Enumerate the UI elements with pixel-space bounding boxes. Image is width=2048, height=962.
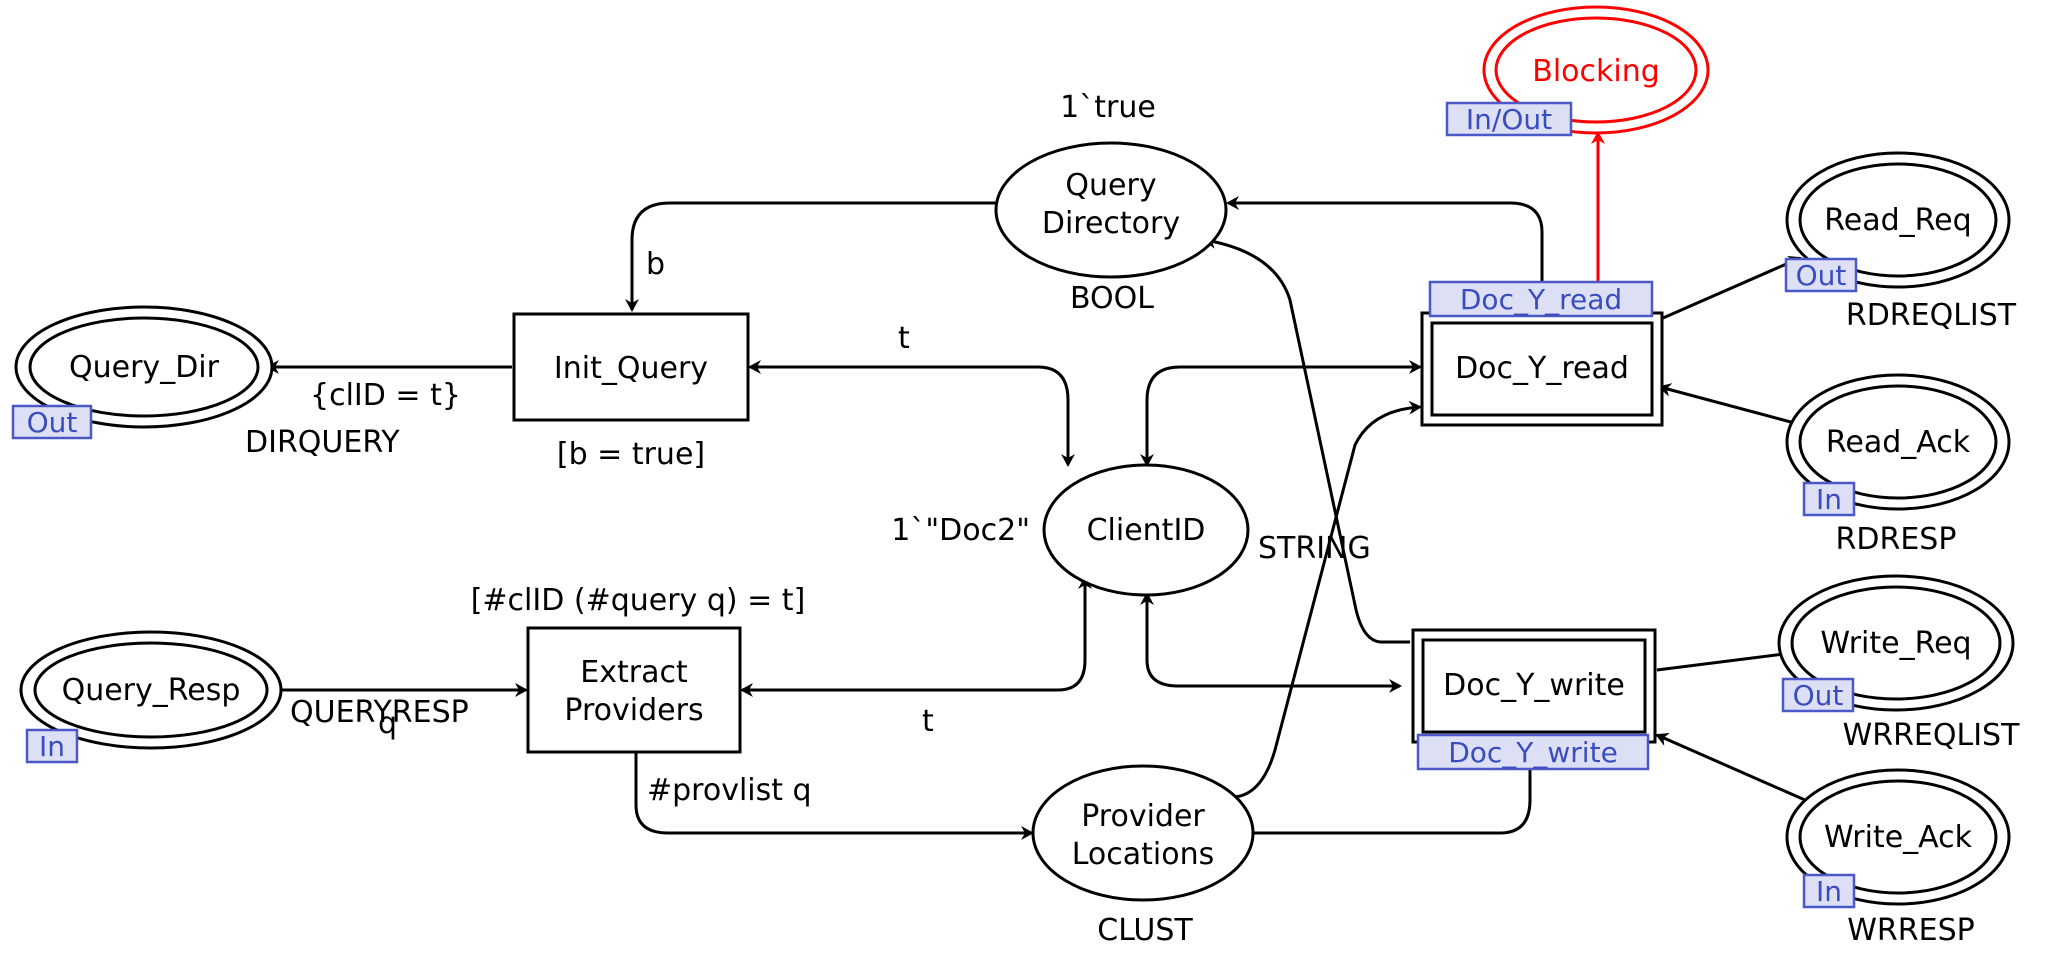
arc-label-q: q bbox=[378, 706, 397, 741]
port-tag bbox=[11, 404, 93, 440]
place-label: Locations bbox=[1072, 837, 1215, 872]
transition-extract-providers[interactable]: Extract Providers bbox=[526, 626, 742, 754]
port-tag-label: Out bbox=[1796, 259, 1847, 292]
arc-label-b: b bbox=[646, 247, 665, 282]
arc-label-t: t bbox=[922, 704, 934, 739]
port-tag bbox=[1445, 101, 1573, 137]
subpage-tag bbox=[1428, 280, 1654, 318]
place-read-req[interactable]: Read_Req Out bbox=[1784, 151, 2011, 293]
place-label: Write_Ack bbox=[1824, 820, 1973, 855]
initial-marking: 1`"Doc2" bbox=[891, 513, 1030, 548]
subpage-tag-label: Doc_Y_read bbox=[1460, 283, 1622, 316]
port-tag bbox=[1802, 873, 1856, 909]
port-tag-label: In bbox=[1816, 483, 1842, 516]
subpage-tag bbox=[1416, 733, 1650, 771]
arc-readack-to-docyread bbox=[1658, 383, 1803, 427]
arc-extract-to-providerloc bbox=[634, 752, 1034, 840]
transition-label: Extract bbox=[580, 655, 688, 690]
arc-clientid-docyread bbox=[1140, 360, 1422, 467]
transition-label: Doc_Y_read bbox=[1455, 351, 1629, 386]
colour-set-label: DIRQUERY bbox=[245, 425, 400, 460]
port-tag bbox=[25, 728, 79, 764]
arc-providerloc-to-docyread bbox=[1233, 400, 1422, 799]
colour-set-label: QUERYRESP bbox=[290, 695, 469, 730]
arc-docywrite-to-querydir bbox=[1203, 234, 1410, 644]
place-write-ack[interactable]: Write_Ack In bbox=[1785, 768, 2011, 909]
place-query-directory[interactable]: Query Directory bbox=[994, 141, 1228, 279]
place-label: Provider bbox=[1081, 799, 1205, 834]
place-label: Blocking bbox=[1532, 54, 1660, 89]
port-tag-label: Out bbox=[1793, 679, 1844, 712]
place-label: Write_Req bbox=[1820, 626, 1971, 661]
colour-set-label: BOOL bbox=[1070, 281, 1154, 316]
arc-clientid-docywrite bbox=[1140, 592, 1402, 693]
place-query-dir[interactable]: Query_Dir Out bbox=[11, 305, 274, 440]
transition-doc-y-write[interactable]: Doc_Y_write Doc_Y_write bbox=[1411, 628, 1657, 771]
arc-docyread-to-querydir bbox=[1226, 196, 1544, 310]
place-write-req[interactable]: Write_Req Out bbox=[1777, 574, 2015, 713]
colour-set-label: WRREQLIST bbox=[1843, 718, 2021, 753]
port-tag bbox=[1802, 481, 1856, 517]
place-blocking[interactable]: Blocking In/Out bbox=[1445, 5, 1710, 137]
place-label: Query_Dir bbox=[69, 350, 220, 385]
colour-set-label: RDREQLIST bbox=[1846, 298, 2017, 333]
transition-init-query[interactable]: Init_Query bbox=[512, 312, 750, 422]
colour-set-label: RDRESP bbox=[1836, 522, 1957, 557]
place-label: Directory bbox=[1042, 206, 1180, 241]
place-label: ClientID bbox=[1087, 513, 1206, 548]
port-tag-label: In/Out bbox=[1466, 103, 1552, 136]
colour-set-label: STRING bbox=[1258, 531, 1371, 566]
place-provider-locations[interactable]: Provider Locations bbox=[1031, 764, 1255, 902]
initial-marking: 1`true bbox=[1060, 90, 1156, 125]
subpage-tag-label: Doc_Y_write bbox=[1448, 736, 1618, 769]
colour-set-label: CLUST bbox=[1097, 913, 1193, 948]
transition-label: Doc_Y_write bbox=[1443, 668, 1625, 703]
port-tag bbox=[1781, 677, 1855, 713]
place-label: Query bbox=[1065, 168, 1156, 203]
arc-querydir-to-initquery bbox=[625, 201, 996, 312]
arc-label-clid: {clID = t} bbox=[310, 378, 461, 413]
transition-label: Init_Query bbox=[554, 351, 708, 386]
place-label: Read_Ack bbox=[1826, 425, 1971, 460]
arc-extract-clientid bbox=[740, 576, 1092, 697]
arc-initquery-clientid bbox=[748, 360, 1075, 467]
port-tag-label: Out bbox=[27, 406, 78, 439]
transition-label: Providers bbox=[564, 693, 703, 728]
port-tag bbox=[1784, 257, 1858, 293]
place-label: Query_Resp bbox=[62, 673, 241, 708]
arc-docyread-to-readreq bbox=[1662, 256, 1802, 320]
arc-writeack-to-docywrite bbox=[1655, 733, 1806, 802]
guard-label: [#clID (#query q) = t] bbox=[471, 583, 806, 618]
arc-docywrite-to-writereq bbox=[1656, 646, 1802, 672]
colour-set-label: WRRESP bbox=[1847, 913, 1974, 948]
place-client-id[interactable]: ClientID bbox=[1042, 463, 1250, 597]
place-query-resp[interactable]: Query_Resp In bbox=[19, 630, 283, 764]
place-read-ack[interactable]: Read_Ack In bbox=[1785, 373, 2011, 517]
port-tag-label: In bbox=[1816, 875, 1842, 908]
arcs bbox=[266, 131, 1806, 840]
arc-providerloc-to-docywrite bbox=[1252, 753, 1537, 835]
arc-label-t: t bbox=[898, 321, 910, 356]
arc-label-provlist: #provlist q bbox=[647, 773, 812, 808]
port-tag-label: In bbox=[39, 730, 65, 763]
place-label: Read_Req bbox=[1824, 203, 1971, 238]
transition-doc-y-read[interactable]: Doc_Y_read Doc_Y_read bbox=[1420, 280, 1664, 427]
guard-label: [b = true] bbox=[557, 437, 705, 472]
